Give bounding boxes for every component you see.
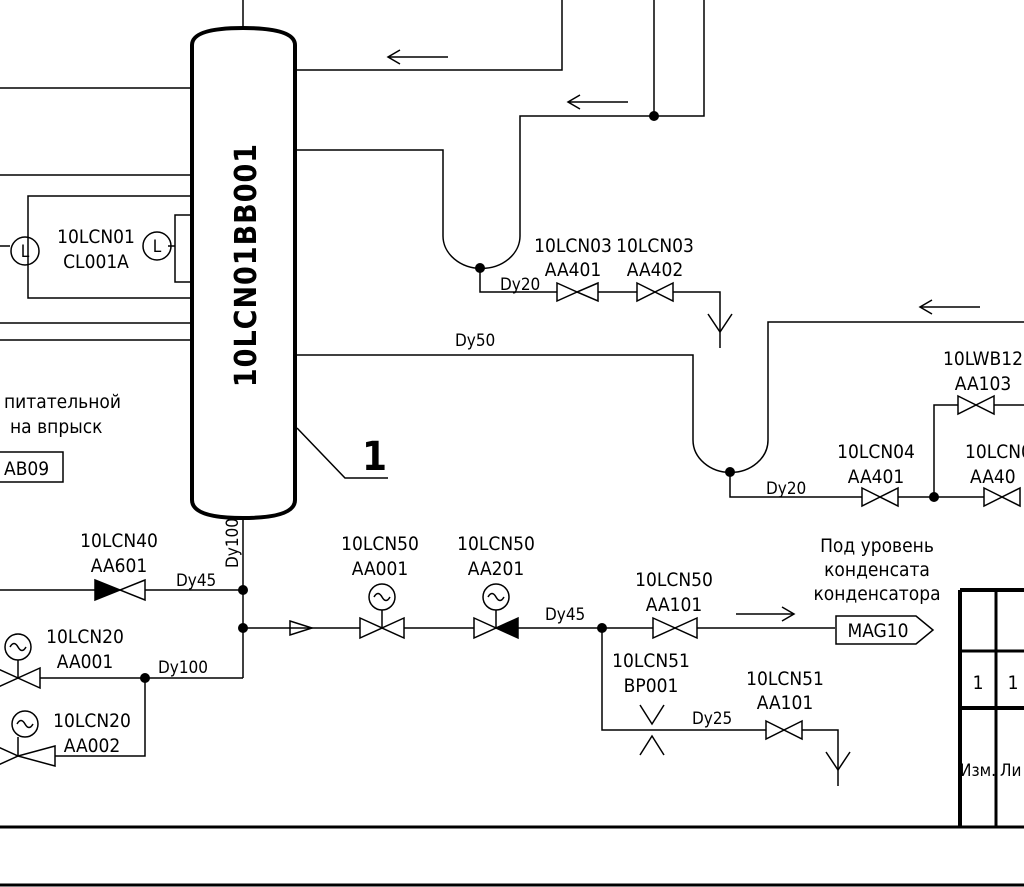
callout-number: 1 bbox=[362, 434, 387, 480]
valve-label-line2: AA40 bbox=[970, 466, 1016, 488]
junction-node bbox=[929, 492, 939, 502]
junction-node bbox=[597, 623, 607, 633]
valve-label-line1: 10LCN04 bbox=[837, 441, 915, 463]
junction-node bbox=[238, 585, 248, 595]
note-line1: питательной bbox=[4, 391, 121, 413]
valve-symbol bbox=[652, 616, 698, 640]
valve-label-line2: AA002 bbox=[64, 735, 121, 757]
valve-label-line2: AA402 bbox=[627, 259, 684, 281]
valve-label-line1: 10LCN20 bbox=[53, 710, 131, 732]
title-block-cell: 1 bbox=[1008, 672, 1019, 694]
valve-label-line2: AA401 bbox=[848, 466, 905, 488]
valve-symbol bbox=[983, 486, 1021, 508]
svg-text:L: L bbox=[153, 237, 162, 257]
note-box bbox=[0, 451, 64, 483]
valve-label-line2: AA401 bbox=[545, 259, 602, 281]
orifice-label-line1: 10LCN51 bbox=[612, 650, 690, 672]
valve-symbol bbox=[861, 486, 899, 508]
offpage-connector bbox=[835, 615, 935, 645]
valve-label-line2: AA103 bbox=[955, 373, 1012, 395]
left-pipes bbox=[0, 87, 192, 341]
destination-line2: конденсата bbox=[824, 559, 930, 581]
middle-pipes bbox=[295, 299, 1024, 498]
junction-node bbox=[140, 673, 150, 683]
valve-label-line1: 10LCN0 bbox=[965, 441, 1024, 463]
junction-node bbox=[475, 263, 485, 273]
vessel-tag: 10LCN01BB001 bbox=[229, 143, 264, 387]
drawing-frame bbox=[0, 588, 1024, 887]
pipe-size: Dy100 bbox=[158, 658, 208, 678]
valve-label-line2: AA201 bbox=[468, 558, 525, 580]
valve-label-line2: AA001 bbox=[57, 651, 114, 673]
valve-label-line1: 10LCN50 bbox=[341, 533, 419, 555]
valve-symbol bbox=[636, 281, 674, 303]
valve-label-line2: AA101 bbox=[757, 692, 814, 714]
top-pipes bbox=[242, 0, 733, 348]
callout-leader bbox=[296, 427, 388, 479]
orifice-symbol bbox=[639, 704, 665, 756]
valve-label-line1: 10LCN50 bbox=[457, 533, 535, 555]
valve-label-line1: 10LCN50 bbox=[635, 569, 713, 591]
pipe-size-vertical: Dy100 bbox=[223, 518, 243, 568]
note-line2: на впрыск bbox=[10, 416, 102, 438]
title-block-cell: 1 bbox=[973, 672, 984, 694]
svg-text:L: L bbox=[21, 242, 30, 262]
motor-valve bbox=[359, 583, 405, 640]
valve-label-line2: AA101 bbox=[646, 594, 703, 616]
valve-label-line1: 10LCN03 bbox=[534, 235, 612, 257]
valve-label-line1: 10LCN20 bbox=[46, 626, 124, 648]
note-box-text: AB09 bbox=[4, 458, 49, 480]
offpage-connector-label: MAG10 bbox=[847, 620, 908, 642]
pipe-size: Dy25 bbox=[692, 709, 732, 729]
motor-valve bbox=[0, 633, 41, 690]
destination-line1: Под уровень bbox=[820, 535, 934, 557]
valve-label-line1: 10LWB12 bbox=[943, 348, 1023, 370]
pipe-size: Dy45 bbox=[545, 605, 585, 625]
junction-node bbox=[238, 623, 248, 633]
pipe-size: Dy20 bbox=[500, 275, 540, 295]
valve-label-line1: 10LCN51 bbox=[746, 668, 824, 690]
title-block-header: Ли bbox=[1000, 761, 1021, 781]
motor-valve bbox=[0, 710, 56, 767]
orifice-label-line2: BP001 bbox=[624, 675, 679, 697]
junction-node bbox=[649, 111, 659, 121]
valve-label-line2: AA601 bbox=[91, 555, 148, 577]
valve-label-line2: AA001 bbox=[352, 558, 409, 580]
bottom-pipes bbox=[0, 518, 851, 786]
valve-symbol bbox=[765, 719, 803, 741]
level-indicator-right: L bbox=[142, 231, 172, 261]
valve-label-line1: 10LCN03 bbox=[616, 235, 694, 257]
pipe-size: Dy20 bbox=[766, 479, 806, 499]
title-block-header: Изм. bbox=[960, 761, 996, 781]
valve-symbol bbox=[957, 394, 995, 416]
flow-arrow bbox=[289, 619, 315, 637]
sensor-label-line2: CL001A bbox=[63, 251, 129, 273]
pipe-size: Dy50 bbox=[455, 331, 495, 351]
valve-symbol bbox=[556, 281, 599, 303]
level-indicator-left: L bbox=[10, 236, 40, 266]
junction-node bbox=[725, 467, 735, 477]
vessel bbox=[190, 25, 297, 521]
pipe-size: Dy45 bbox=[176, 571, 216, 591]
destination-line3: конденсатора bbox=[813, 583, 940, 605]
valve-label-line1: 10LCN40 bbox=[80, 530, 158, 552]
valve-symbol bbox=[94, 578, 146, 602]
sensor-label-line1: 10LCN01 bbox=[57, 226, 135, 248]
motor-valve bbox=[473, 583, 519, 640]
